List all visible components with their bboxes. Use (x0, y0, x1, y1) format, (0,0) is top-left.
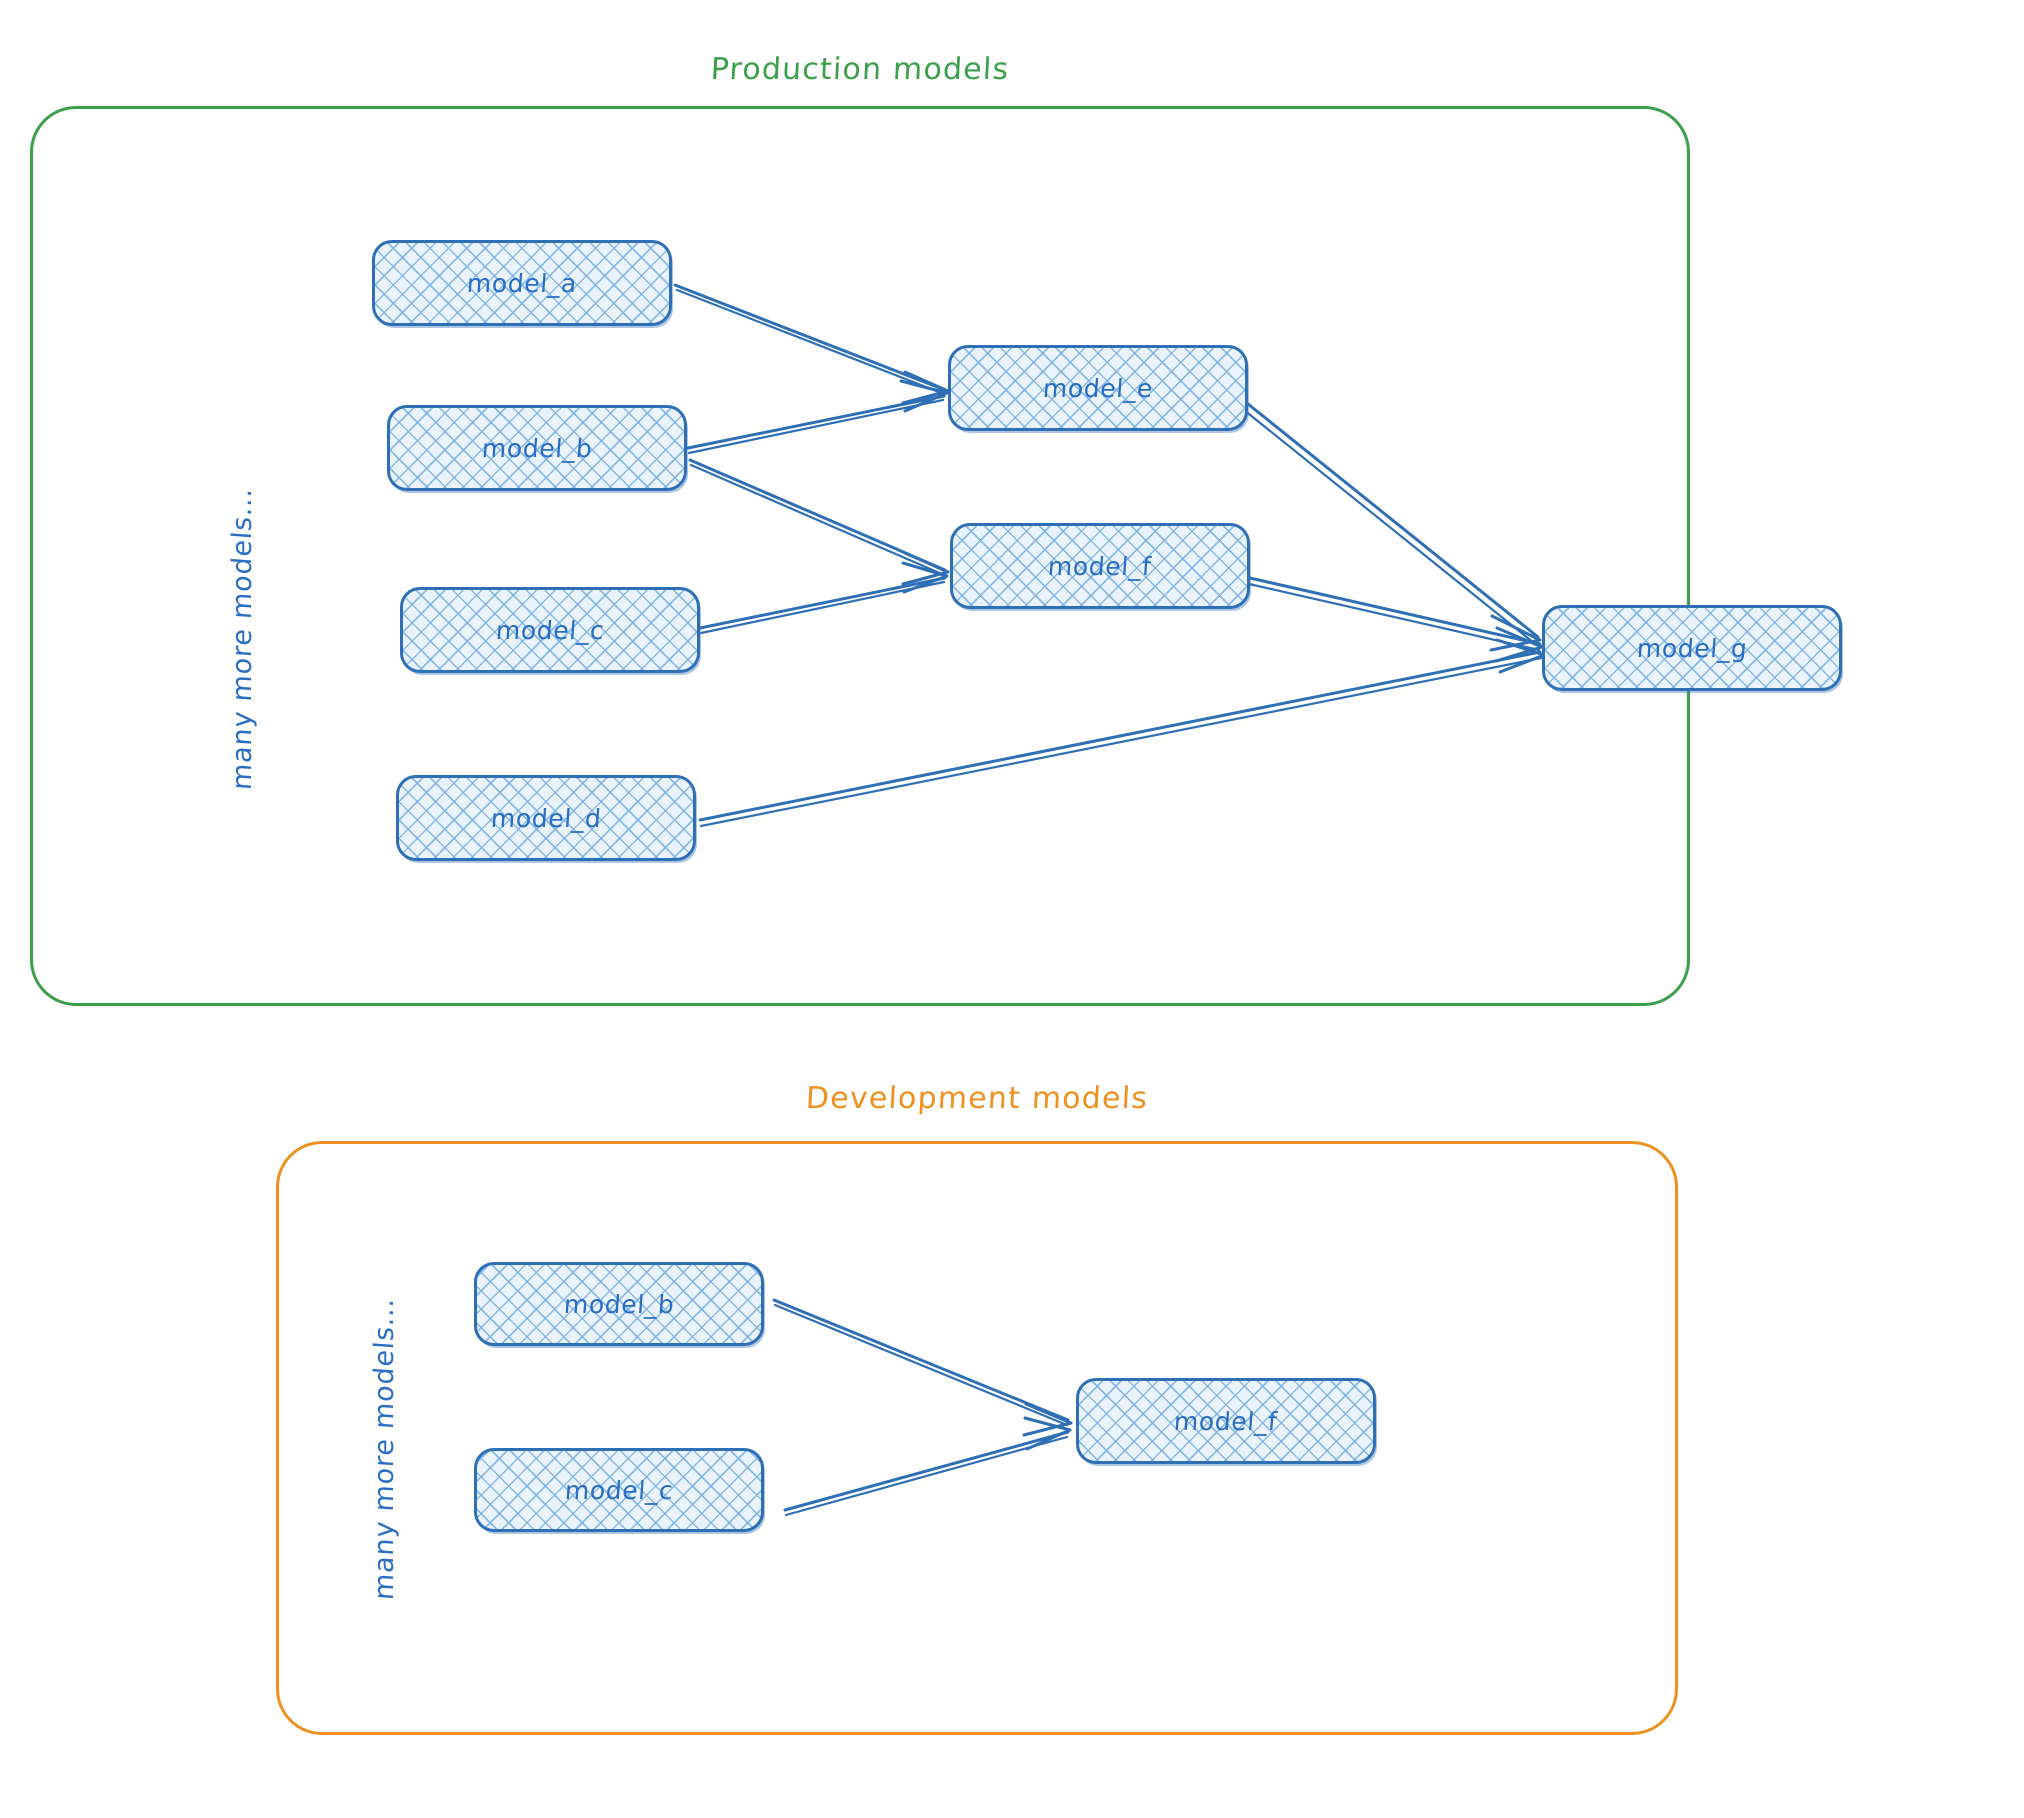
node-model-g[interactable]: model_g (1542, 605, 1842, 691)
node-model-c-label: model_c (494, 615, 606, 645)
node-model-c[interactable]: model_c (400, 587, 700, 673)
node-model-b[interactable]: model_b (387, 405, 687, 491)
node-model-e-label: model_e (1042, 373, 1154, 403)
dev-node-model-c-label: model_c (563, 1475, 675, 1505)
node-model-f-label: model_f (1047, 551, 1153, 581)
dev-node-model-f-label: model_f (1173, 1406, 1279, 1436)
development-many-more-models-label: many more models... (369, 1296, 400, 1601)
development-section-title: Development models (805, 1081, 1149, 1116)
node-model-g-label: model_g (1635, 633, 1749, 663)
dev-node-model-b[interactable]: model_b (474, 1262, 764, 1346)
node-model-d[interactable]: model_d (396, 775, 696, 861)
node-model-a-label: model_a (466, 268, 578, 298)
node-model-a[interactable]: model_a (372, 240, 672, 326)
dev-node-model-f[interactable]: model_f (1076, 1378, 1376, 1464)
dev-node-model-b-label: model_b (562, 1289, 676, 1319)
development-models-container (276, 1141, 1678, 1735)
production-section-title: Production models (709, 52, 1011, 87)
dev-node-model-c[interactable]: model_c (474, 1448, 764, 1532)
node-model-b-label: model_b (480, 433, 594, 463)
production-many-more-models-label: many more models... (227, 486, 258, 791)
node-model-d-label: model_d (489, 803, 603, 833)
production-models-container (30, 106, 1690, 1006)
node-model-e[interactable]: model_e (948, 345, 1248, 431)
node-model-f[interactable]: model_f (950, 523, 1250, 609)
